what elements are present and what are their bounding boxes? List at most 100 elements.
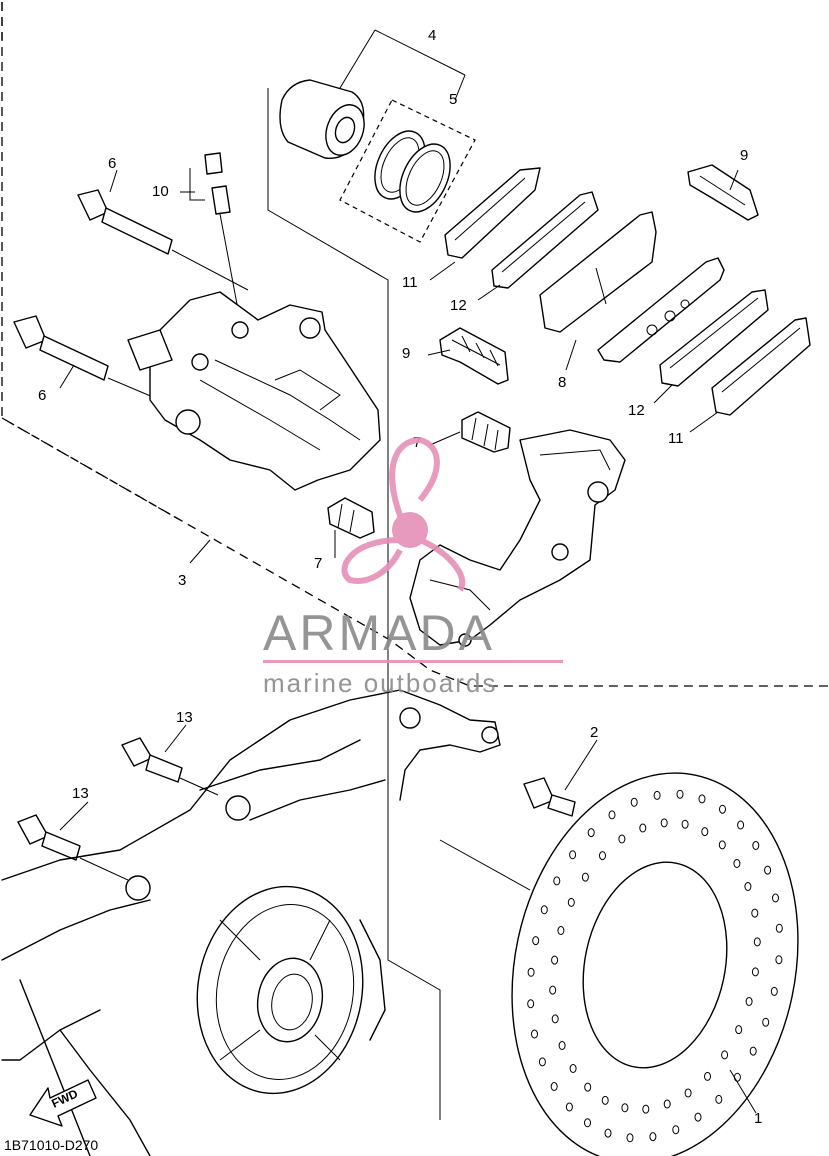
disc-hole <box>527 967 535 977</box>
disc-hole <box>721 1050 729 1060</box>
callout-7-lower: 7 <box>314 555 322 572</box>
bleed-screw-and-cap <box>189 152 241 321</box>
disc-hole <box>549 985 557 995</box>
disc-hole <box>701 827 709 837</box>
callout-12-upper: 12 <box>450 297 467 314</box>
disc-hole <box>751 908 759 918</box>
disc-hole <box>715 1094 723 1104</box>
disc-hole <box>676 789 684 799</box>
caliper-body <box>127 291 381 491</box>
disc-hole <box>653 790 661 800</box>
disc-hole <box>621 1103 629 1113</box>
disc-hole <box>540 905 548 915</box>
brake-pad-shim-outer-top <box>444 167 541 259</box>
disc-hole <box>719 804 726 814</box>
caliper-bracket <box>409 429 626 647</box>
disc-hole <box>569 1064 577 1073</box>
disc-hole <box>642 1104 650 1114</box>
slider-boot-lower <box>327 497 375 539</box>
disc-hole <box>553 876 561 886</box>
disc-hole <box>604 1128 612 1138</box>
disc-hole <box>660 818 668 828</box>
callout-2: 2 <box>590 724 598 741</box>
disc-hole <box>531 1029 538 1039</box>
bracket-vertical-guide <box>387 430 441 1120</box>
brake-pad-shim-outer-bottom <box>711 317 811 416</box>
disc-hole <box>584 1118 591 1128</box>
callout-4: 4 <box>428 27 436 44</box>
disc-hole <box>718 840 726 850</box>
disc-hole <box>599 851 606 861</box>
disc-hole <box>626 1133 634 1143</box>
disc-hole <box>681 819 689 829</box>
pad-spring-lower <box>439 327 509 385</box>
disc-hole <box>618 834 626 844</box>
callout-leaders <box>59 169 757 1114</box>
disc-hole <box>764 865 772 875</box>
callout-3: 3 <box>178 572 186 589</box>
piston-group-outline <box>267 29 476 480</box>
disc-hole <box>775 923 783 933</box>
callout-11-lower: 11 <box>668 430 684 447</box>
callout-13-upper: 13 <box>176 709 193 726</box>
disc-hole <box>663 1099 671 1109</box>
watermark-tagline: marine outboards <box>263 668 497 698</box>
disc-hole <box>694 1112 702 1122</box>
disc-hole <box>772 893 779 903</box>
disc-hole <box>569 850 577 860</box>
disc-hole <box>749 1046 757 1056</box>
brake-disc <box>511 772 799 1156</box>
disc-hole <box>581 872 589 882</box>
callout-6-upper: 6 <box>108 155 116 172</box>
caliper-pin-upper <box>77 189 249 291</box>
disc-hole <box>557 926 565 935</box>
disc-hole <box>753 937 761 947</box>
disc-hole <box>751 967 759 977</box>
armada-watermark: ARMADA marine outboards <box>263 436 563 698</box>
callout-10: 10 <box>152 183 169 200</box>
disc-hole <box>527 999 535 1009</box>
propeller-logo-icon <box>341 436 466 592</box>
disc-hole <box>587 828 595 838</box>
brake-pad-shim-inner-bottom <box>659 289 769 387</box>
disc-hole <box>672 1125 680 1135</box>
disc-hole <box>551 955 559 965</box>
disc-hole <box>551 1014 559 1024</box>
disc-hole <box>737 820 745 830</box>
disc-hole <box>744 882 752 891</box>
disc-hole <box>770 986 778 996</box>
callout-5: 5 <box>449 91 457 108</box>
diagram-code: 1B71010-D270 <box>4 1137 98 1153</box>
watermark-underline <box>263 660 563 663</box>
disc-hole <box>584 1082 592 1092</box>
bracket-bolt-lower <box>17 814 129 881</box>
disc-hole <box>762 1017 770 1027</box>
disc-hole <box>733 859 741 868</box>
disc-hole <box>698 794 706 804</box>
disc-hole <box>752 841 760 850</box>
disc-hole <box>567 897 575 907</box>
callout-labels: 4 5 6 10 9 11 12 9 6 8 12 11 7 7 3 13 2 … <box>38 27 762 1127</box>
disc-hole <box>558 1041 566 1050</box>
callout-1: 1 <box>754 1110 762 1127</box>
assembly-boundary <box>1 2 829 687</box>
callout-6-lower: 6 <box>38 387 46 404</box>
disc-hole <box>639 823 647 833</box>
disc-hole <box>532 936 540 946</box>
disc-hole <box>550 1082 558 1091</box>
disc-hole <box>775 955 783 965</box>
brake-pad-shim-inner-top <box>491 191 599 289</box>
disc-hole <box>704 1071 711 1081</box>
piston-seal-kit <box>374 130 451 213</box>
callout-13-lower: 13 <box>72 785 89 802</box>
brake-pad-set <box>539 211 725 363</box>
watermark-brand: ARMADA <box>263 605 495 661</box>
pad-spring-upper <box>687 164 759 221</box>
disc-hole <box>745 997 753 1006</box>
bracket-bolt-upper <box>121 737 219 796</box>
disc-hole <box>601 1095 609 1105</box>
callout-8: 8 <box>558 374 566 391</box>
disc-hole <box>630 797 638 807</box>
piston <box>279 79 365 160</box>
